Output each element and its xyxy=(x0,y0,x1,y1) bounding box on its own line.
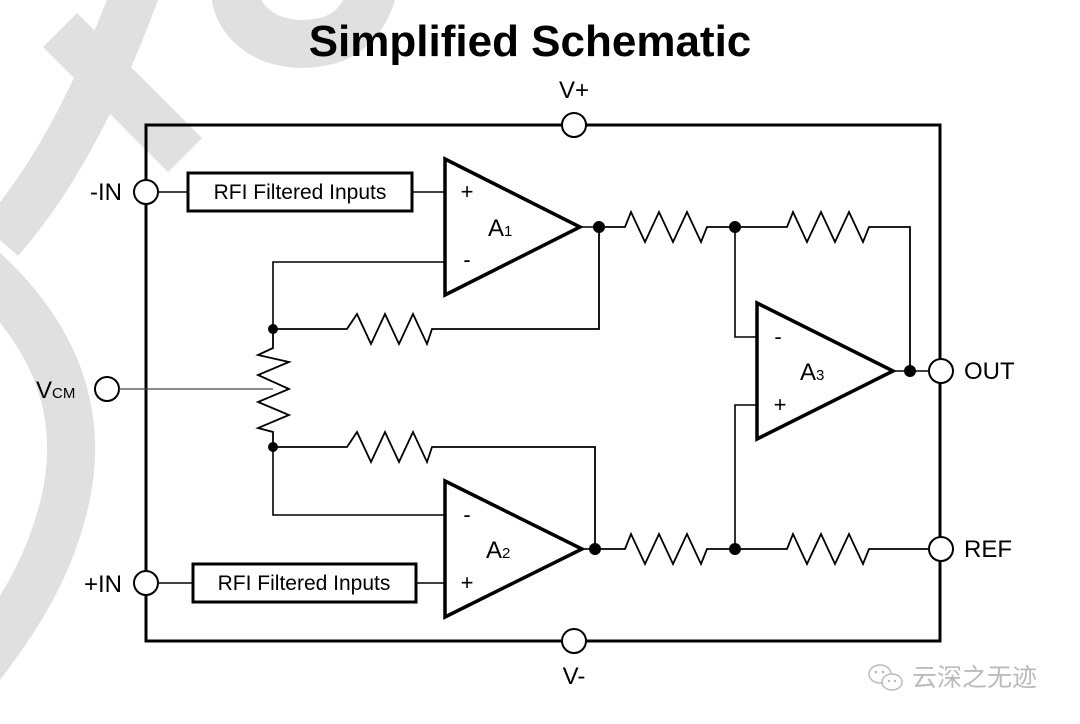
a3-label-sub: 3 xyxy=(816,367,824,384)
pin-label-out: OUT xyxy=(964,358,1015,385)
pin-label-in-minus: -IN xyxy=(90,179,122,206)
op-amp-a1 xyxy=(443,156,584,298)
a2-label-main: A xyxy=(486,537,502,564)
watermark-stroke-a xyxy=(211,0,395,68)
pin-label-ref: REF xyxy=(964,536,1012,563)
rfi-filter-label-bottom: RFI Filtered Inputs xyxy=(218,572,391,595)
a1-label-sub: 1 xyxy=(504,223,512,240)
pin-label-v-plus: V+ xyxy=(559,77,589,104)
resistor-ref xyxy=(735,531,929,567)
a2-minus-label: - xyxy=(463,502,470,527)
op-amp-a3 xyxy=(755,300,897,442)
a1-label: A1 xyxy=(488,215,512,242)
a1-label-main: A xyxy=(488,215,504,242)
pin-in-plus[interactable] xyxy=(133,570,159,596)
watermark-text: 云深之无迹 xyxy=(912,663,1037,692)
pin-vcm[interactable] xyxy=(94,376,120,402)
op-amp-a2 xyxy=(443,478,586,620)
rfi-filter-block-bottom xyxy=(191,562,418,604)
wire-node-to-a2-inv xyxy=(272,447,445,516)
a1-minus-label: - xyxy=(463,247,470,272)
watermark-stroke-r2 xyxy=(0,0,159,256)
a3-label: A3 xyxy=(800,359,824,386)
rfi-filter-label-top: RFI Filtered Inputs xyxy=(214,181,387,204)
wire-a1-inv-to-node xyxy=(272,261,445,329)
resistor-a2-to-a3 xyxy=(595,531,735,567)
watermark-stroke-r1 xyxy=(43,13,202,172)
wire-to-a3-inv xyxy=(734,227,757,338)
page-title: Simplified Schematic xyxy=(309,17,752,66)
junction-a3-out xyxy=(904,365,916,377)
watermark-stroke-d xyxy=(0,252,96,681)
a3-plus-label: + xyxy=(774,392,787,417)
resistor-a1-to-a3 xyxy=(599,209,735,245)
a3-label-main: A xyxy=(800,359,816,386)
a2-label-sub: 2 xyxy=(502,545,510,562)
a2-plus-label: + xyxy=(461,570,474,595)
a3-minus-label: - xyxy=(774,324,781,349)
pin-v-minus[interactable] xyxy=(561,628,587,654)
pin-label-vcm: VCM xyxy=(36,377,75,404)
wire-to-a3-noninv xyxy=(734,404,757,549)
a1-plus-label: + xyxy=(461,179,474,204)
pin-label-vcm-sub: CM xyxy=(52,385,75,402)
pin-label-v-minus: V- xyxy=(563,663,586,690)
pin-out[interactable] xyxy=(928,358,954,384)
pin-in-minus[interactable] xyxy=(133,179,159,205)
wechat-icon xyxy=(868,664,903,691)
resistor-gain xyxy=(255,329,292,447)
pin-label-vcm-main: V xyxy=(36,377,52,404)
pin-v-plus[interactable] xyxy=(561,112,587,138)
resistor-a1-feedback xyxy=(273,227,600,347)
resistor-a2-feedback xyxy=(273,429,596,549)
resistor-a3-feedback xyxy=(735,209,911,371)
pin-ref[interactable] xyxy=(928,536,954,562)
pin-label-in-plus: +IN xyxy=(84,571,122,598)
a2-label: A2 xyxy=(486,537,510,564)
draft-watermark xyxy=(0,0,395,681)
